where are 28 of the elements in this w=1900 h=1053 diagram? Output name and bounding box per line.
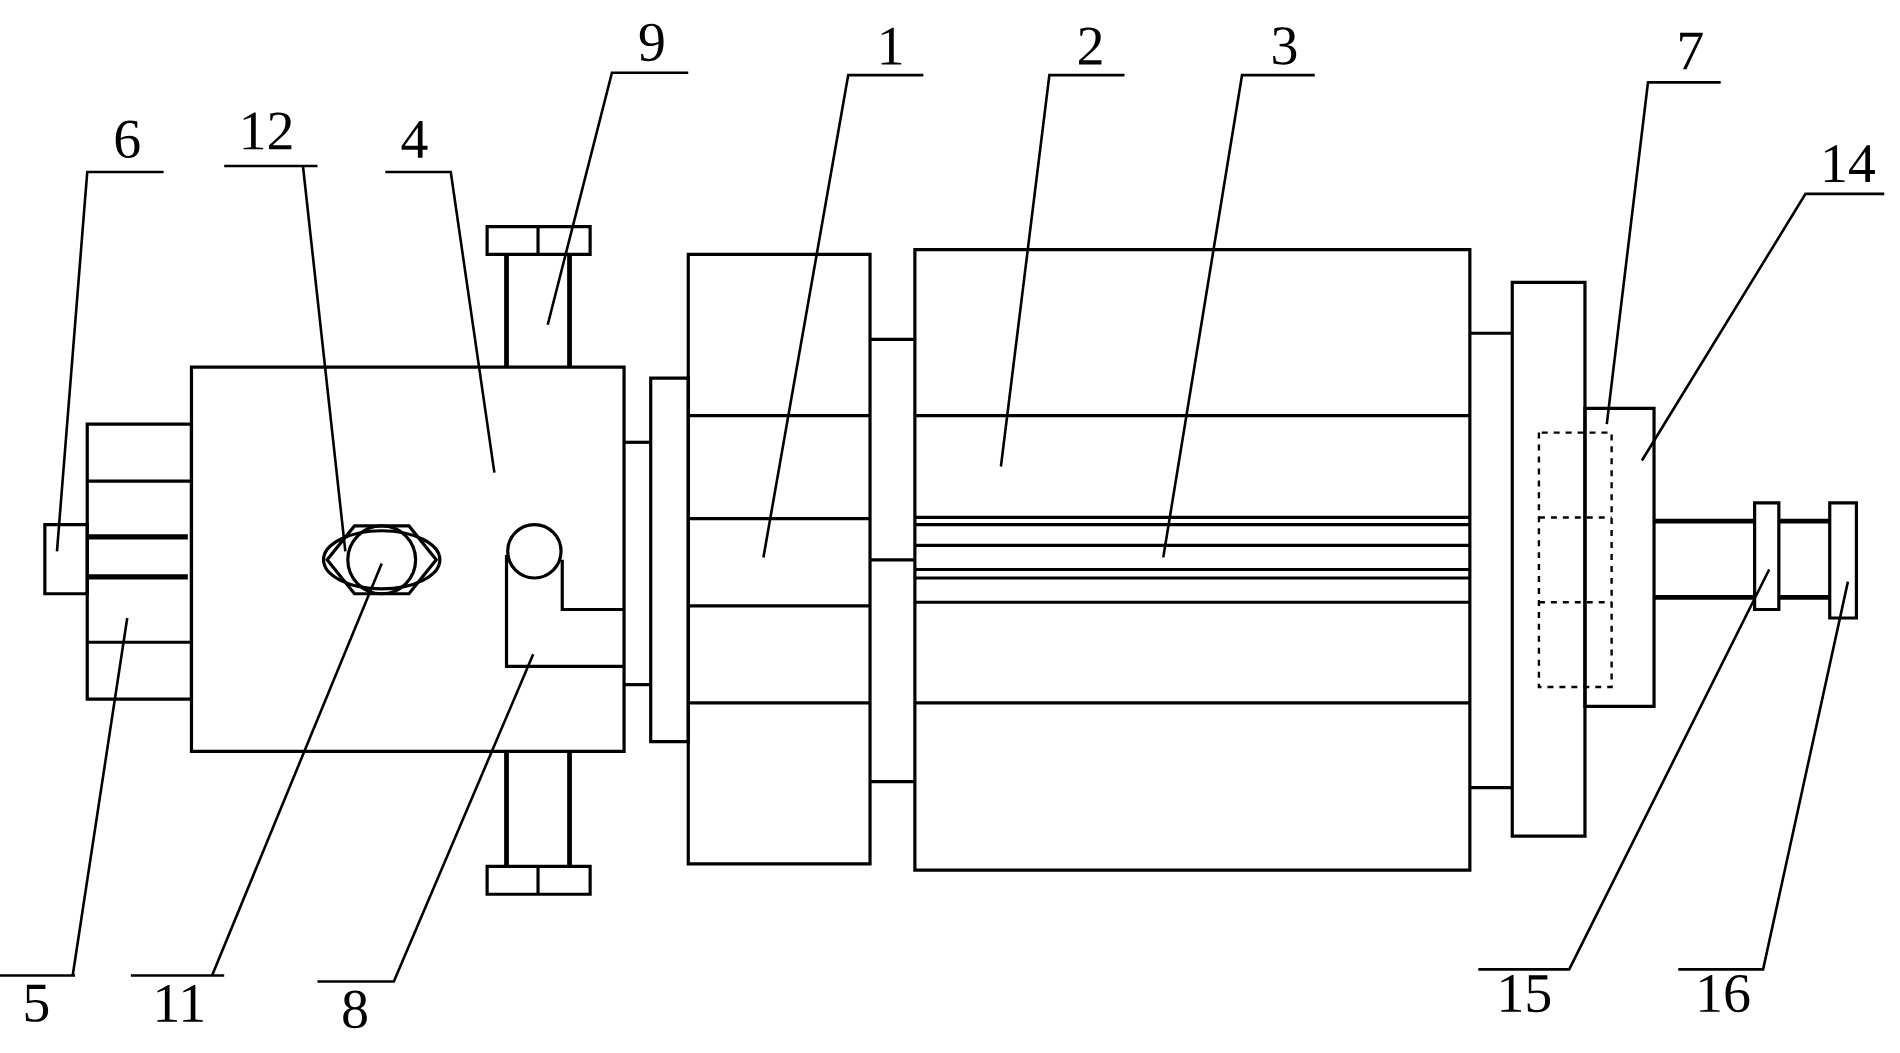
leader-line (1162, 73, 1315, 558)
leader-line (385, 170, 496, 473)
callout-number: 1 (881, 27, 902, 65)
leader-line (1605, 81, 1721, 425)
callout-number: 16 (1700, 974, 1750, 1013)
callout-number: 14 (1824, 145, 1875, 182)
leader-line (546, 71, 689, 326)
callout-number: 4 (401, 121, 428, 158)
leader-line (999, 73, 1125, 467)
leader-line (1478, 568, 1771, 971)
leader-line (55, 170, 164, 552)
callout-number: 6 (115, 120, 140, 159)
callout-number: 9 (639, 23, 664, 62)
callout-number: 11 (157, 984, 203, 1022)
callout-number: 15 (1501, 974, 1551, 1013)
leader-line (317, 653, 535, 983)
callout-number: 5 (25, 984, 49, 1022)
callout-number: 7 (1680, 32, 1703, 70)
callout-number: 2 (1079, 27, 1102, 65)
leader-line (222, 164, 347, 553)
leader-line (1678, 581, 1850, 971)
leader-line (129, 562, 383, 977)
leader-line (1640, 192, 1885, 462)
callout-number: 12 (243, 112, 292, 150)
leader-line (0, 616, 129, 977)
callout-number: 8 (343, 990, 367, 1029)
callout-number: 3 (1273, 27, 1297, 65)
leader-line (762, 73, 924, 558)
